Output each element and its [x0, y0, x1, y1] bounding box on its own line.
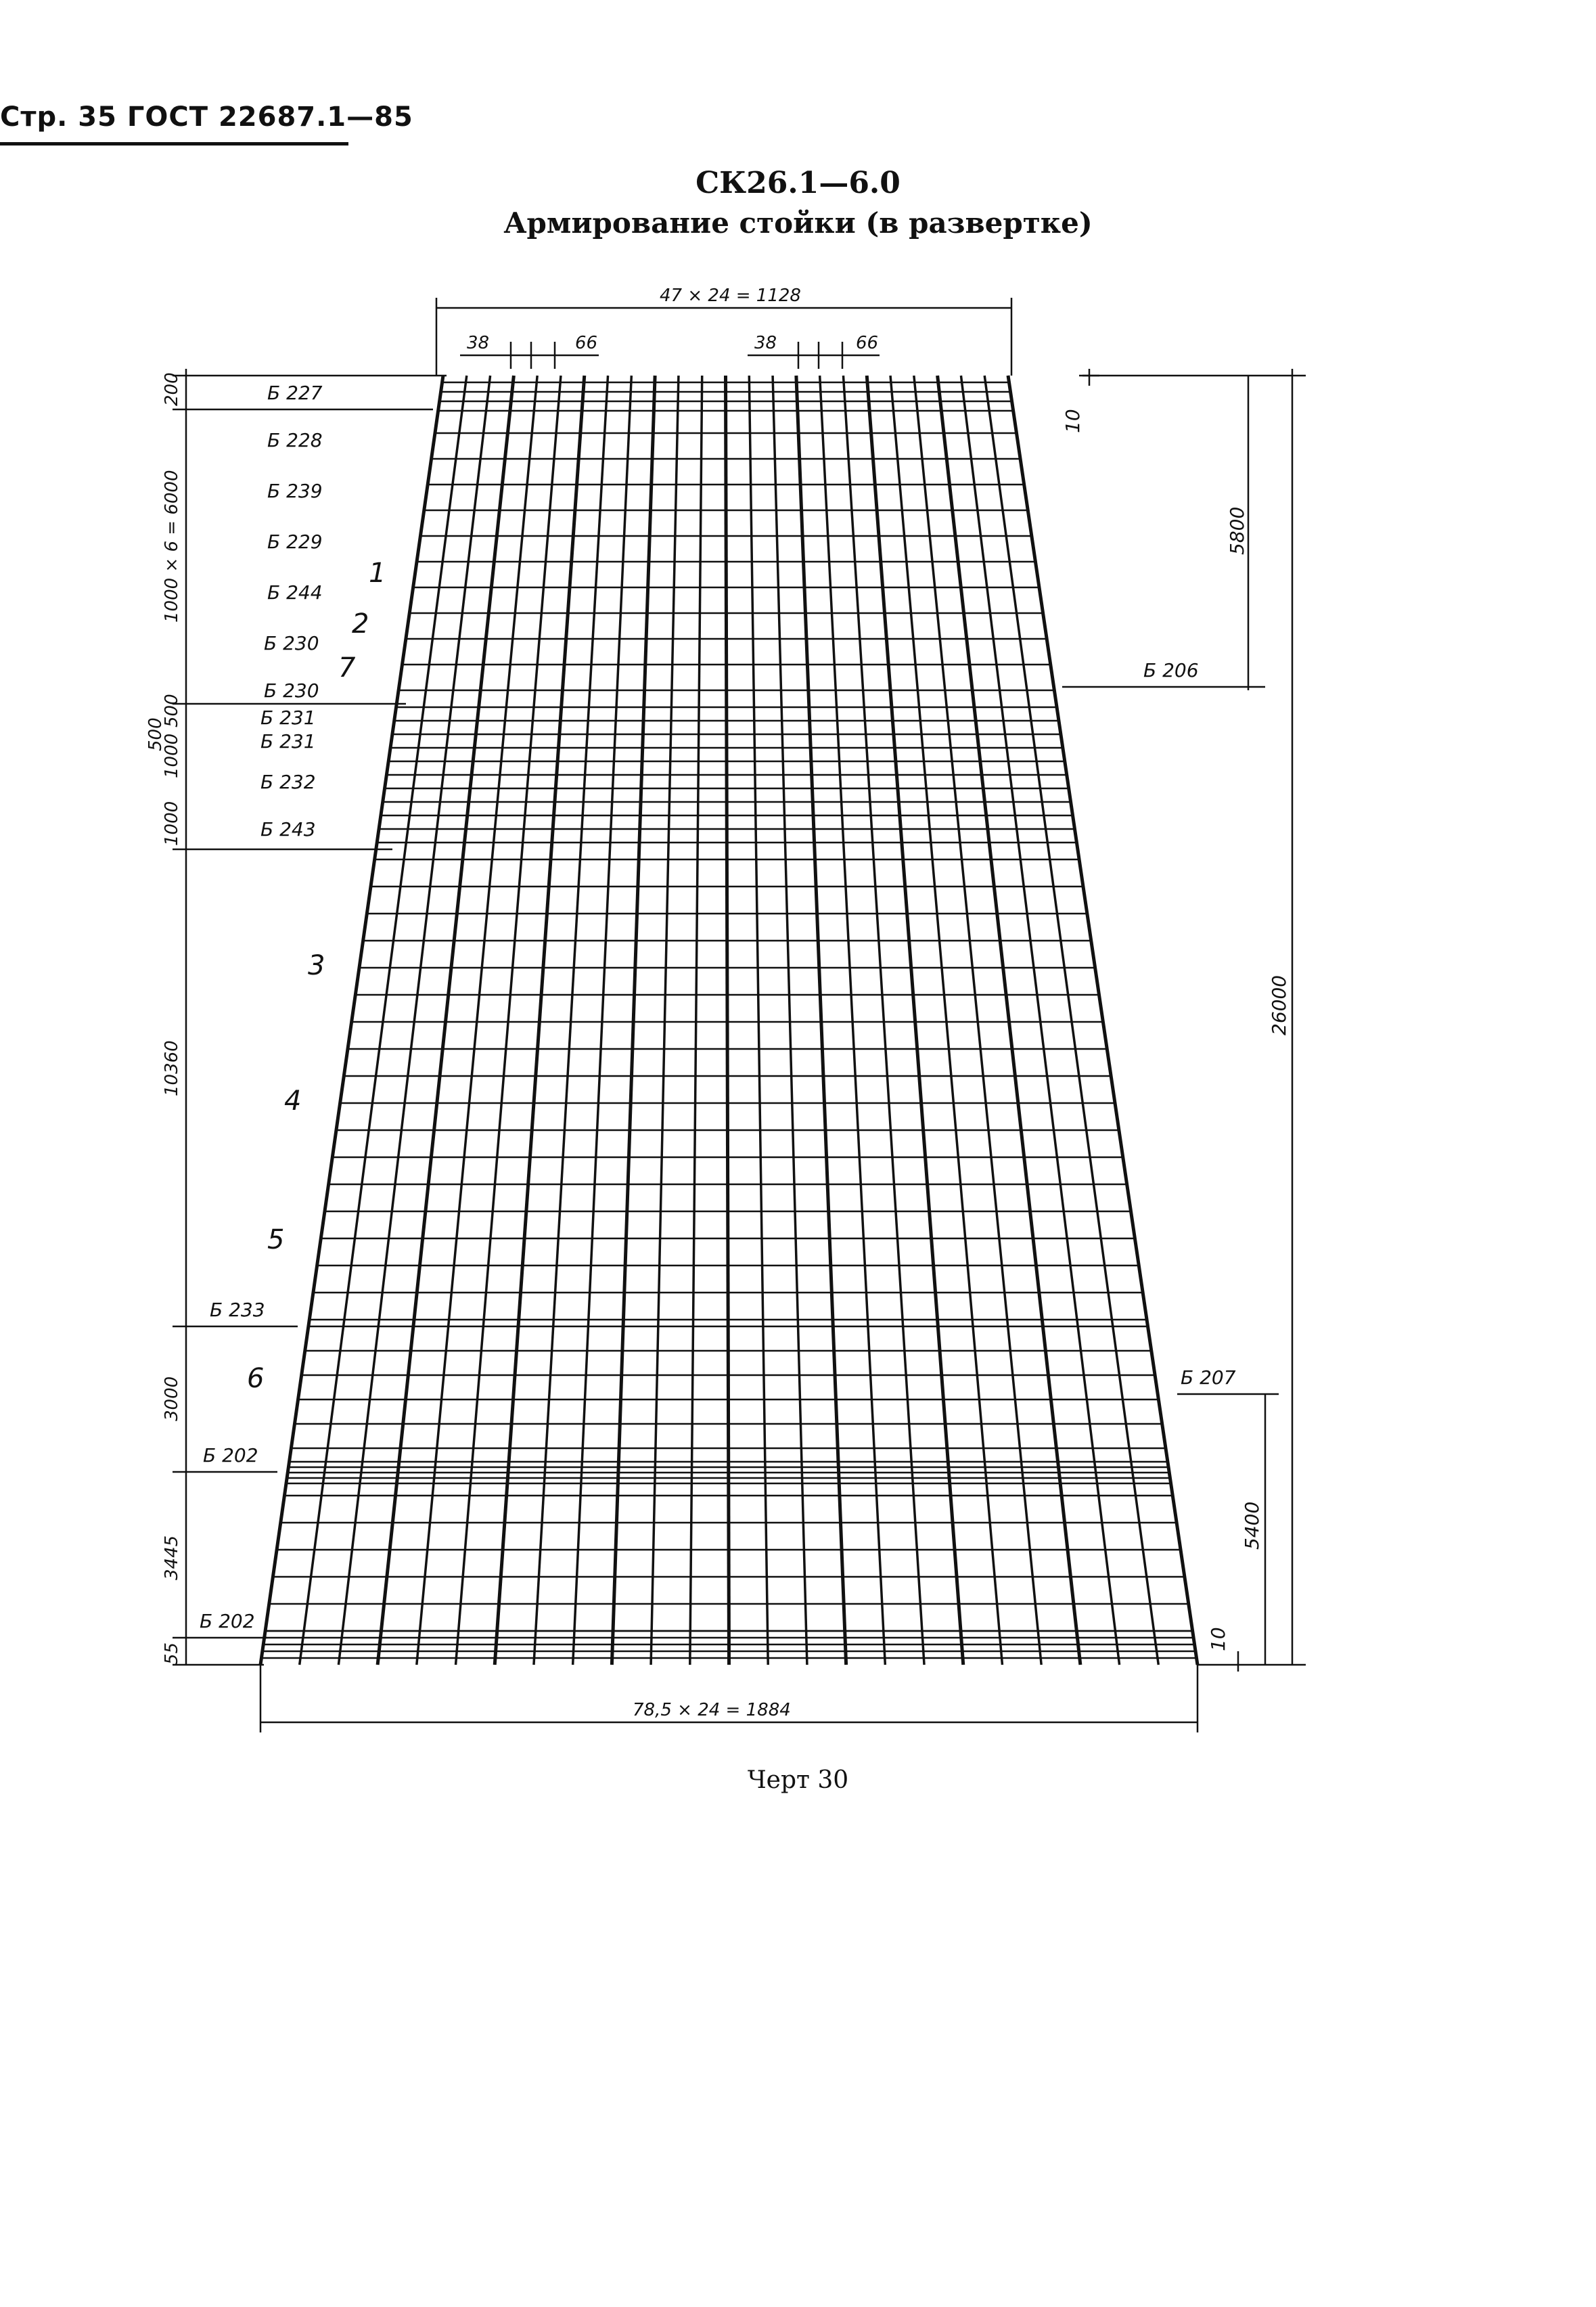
reinforcement-drawing: 47 × 24 = 1128 38 66 38 66 78,5 × 24 = 1884 Б … [145, 286, 1306, 1732]
rebar-mark-label: Б 227 [267, 382, 323, 404]
bottom-width-dimension: 78,5 × 24 = 1884 [633, 1700, 791, 1720]
longitudinal-bar [865, 375, 965, 1665]
position-marker: 1 [369, 558, 386, 589]
longitudinal-bar [983, 375, 1160, 1665]
rebar-mark-label: Б 243 [260, 818, 316, 841]
top-spacing-label: 66 [856, 333, 878, 353]
longitudinal-bar [724, 375, 731, 1665]
position-marker: 5 [267, 1224, 284, 1255]
position-marker: 7 [338, 652, 356, 684]
page-header: Стр. 35 ГОСТ 22687.1—85 [0, 102, 413, 145]
longitudinal-bar [842, 375, 926, 1665]
longitudinal-bar [415, 375, 539, 1665]
drawing-title: СК26.1—6.0 [696, 166, 900, 200]
longitudinal-bar [959, 375, 1121, 1665]
rebar-mark-label: Б 228 [267, 429, 323, 451]
drawing-subtitle: Армирование стойки (в развертке) [503, 206, 1093, 240]
longitudinal-bar [337, 375, 492, 1665]
right-dimension-label: 10 [1207, 1627, 1229, 1651]
longitudinal-bar [889, 375, 1004, 1665]
longitudinal-bar [818, 375, 887, 1665]
left-dimension-label: 500 [145, 717, 166, 751]
top-width-dimension: 47 × 24 = 1128 [660, 286, 801, 306]
rebar-grid [258, 375, 1200, 1665]
top-spacing-label: 66 [575, 333, 597, 353]
longitudinal-bar [610, 375, 657, 1665]
right-dimension-label: 26000 [1268, 975, 1290, 1035]
left-dimension-label: 55 [162, 1642, 182, 1665]
left-dimension-label: 1000 [162, 801, 182, 846]
longitudinal-bar [454, 375, 562, 1665]
left-dimension-label: 1000 × 6 = 6000 [162, 470, 182, 623]
left-dimension-label: 200 [162, 372, 182, 406]
drawing-labels: 47 × 24 = 1128 38 66 38 66 78,5 × 24 = 1884 Б … [145, 286, 1290, 1720]
rebar-mark-label: Б 202 [203, 1444, 258, 1466]
rebar-mark-label: Б 233 [210, 1299, 265, 1321]
longitudinal-bar [532, 375, 610, 1665]
longitudinal-bar [649, 375, 680, 1665]
position-marker: 6 [247, 1363, 264, 1394]
longitudinal-bar [298, 375, 468, 1665]
position-marker: 3 [308, 950, 325, 981]
page-header-text: Стр. 35 ГОСТ 22687.1—85 [0, 102, 413, 133]
position-marker: 2 [352, 608, 369, 640]
rebar-mark-label: Б 207 [1181, 1366, 1236, 1389]
rebar-mark-label: Б 231 [260, 707, 316, 729]
left-dimension-label: 500 [162, 694, 182, 727]
rebar-mark-label: Б 202 [200, 1610, 255, 1632]
longitudinal-bar [936, 375, 1082, 1665]
dimension-lines [173, 298, 1306, 1732]
right-dimension-label: 10 [1062, 409, 1084, 433]
outline-edge [1007, 375, 1199, 1665]
longitudinal-bar [258, 375, 445, 1665]
position-marker: 4 [284, 1085, 301, 1117]
rebar-mark-label: Б 244 [267, 581, 323, 604]
longitudinal-bar [493, 375, 587, 1665]
longitudinal-bar [771, 375, 808, 1665]
rebar-mark-label: Б 229 [267, 531, 323, 553]
rebar-mark-label: Б 206 [1143, 659, 1199, 681]
right-dimension-label: 5800 [1226, 507, 1248, 555]
longitudinal-bar [748, 375, 769, 1665]
top-spacing-label: 38 [754, 333, 777, 353]
figure-caption: Черт 30 [747, 1766, 849, 1794]
right-dimension-label: 5400 [1241, 1502, 1263, 1550]
left-dimension-label: 3000 [162, 1376, 182, 1421]
longitudinal-bar [913, 375, 1043, 1665]
left-dimension-label: 3445 [162, 1536, 182, 1580]
top-spacing-label: 38 [467, 333, 489, 353]
longitudinal-bar [689, 375, 704, 1665]
left-dimension-label: 10360 [162, 1040, 182, 1096]
rebar-mark-label: Б 232 [260, 771, 316, 793]
rebar-mark-label: Б 230 [264, 679, 319, 702]
header-underline [0, 142, 348, 145]
left-dimension-label: 1000 [162, 734, 182, 778]
longitudinal-bar [571, 375, 633, 1665]
longitudinal-bar [375, 375, 516, 1665]
rebar-mark-label: Б 231 [260, 730, 316, 753]
rebar-mark-label: Б 239 [267, 480, 323, 502]
longitudinal-bar [794, 375, 848, 1665]
rebar-mark-label: Б 230 [264, 632, 319, 654]
